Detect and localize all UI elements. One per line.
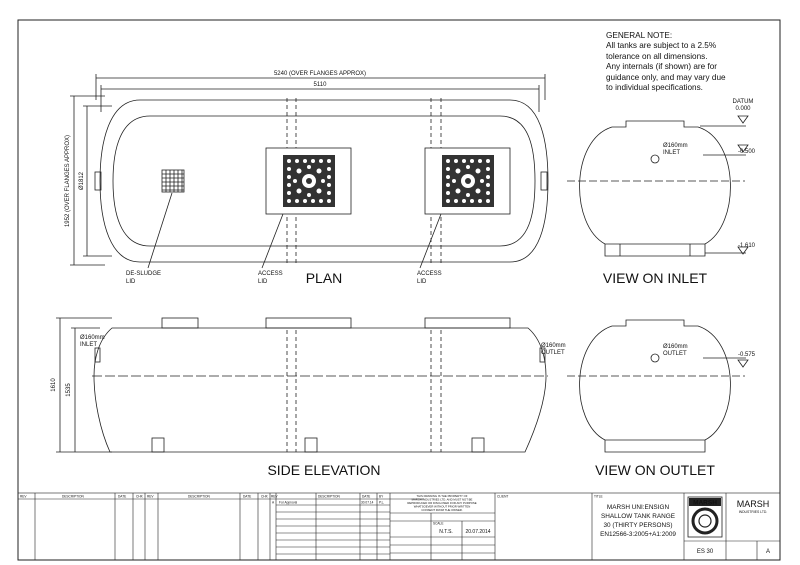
general-note-heading: GENERAL NOTE:: [606, 31, 673, 40]
svg-text:SHALLOW TANK RANGE: SHALLOW TANK RANGE: [601, 513, 675, 520]
svg-text:CONSENT FROM THE OWNER.: CONSENT FROM THE OWNER.: [421, 508, 462, 512]
svg-text:REV: REV: [271, 495, 278, 499]
general-note-line: Any internals (if shown) are for: [606, 62, 718, 72]
side-outlet-label: Ø160mm: [541, 343, 566, 349]
general-note-line: guidance only, and may vary due: [606, 72, 726, 82]
scale-value: N.T.S.: [439, 529, 453, 535]
svg-text:BY: BY: [379, 495, 384, 499]
access-lid-label-2: ACCESS: [417, 271, 442, 277]
copyright-notice: THIS DRAWING IS THE PROPERTY OF MARSH IN…: [407, 494, 476, 512]
svg-text:REV: REV: [147, 495, 154, 499]
general-note: GENERAL NOTE: All tanks are subject to a…: [606, 31, 756, 93]
side-inlet-label-2: INLET: [80, 342, 97, 348]
datum-value: 0.000: [735, 106, 751, 112]
access-lid-2: [442, 155, 494, 207]
svg-text:DESCRIPTION: DESCRIPTION: [318, 495, 340, 499]
side-inlet-label: Ø160mm: [80, 335, 105, 341]
desludge-label: DE-SLUDGE: [126, 271, 161, 277]
datum-label: DATUM: [733, 99, 754, 105]
rev-row-desc: For Approval: [279, 501, 297, 505]
side-outlet-label-2: OUTLET: [541, 350, 565, 356]
drawing-title: MARSH UNI:ENSIGN SHALLOW TANK RANGE 30 (…: [600, 504, 676, 538]
access-lid-label-2b: LID: [417, 279, 427, 285]
rev-headers: REV DESCRIPTION DATE CHK REV DESCRIPTION…: [20, 495, 384, 499]
access-lid-label-1b: LID: [258, 279, 268, 285]
inlet-level-2: -1.610: [738, 243, 756, 249]
svg-text:30 (THIRTY PERSONS): 30 (THIRTY PERSONS): [603, 522, 672, 529]
scale-label: SCALE: [433, 522, 443, 526]
client-label: CLIENT: [497, 495, 508, 499]
svg-text:THIS DRAWING IS THE PROPERTY O: THIS DRAWING IS THE PROPERTY OF: [416, 494, 467, 498]
general-note-line: All tanks are subject to a 2.5%: [606, 41, 717, 51]
svg-text:WHATSOEVER WITHOUT PRIOR WRITT: WHATSOEVER WITHOUT PRIOR WRITTEN: [414, 505, 471, 509]
company-sub: INDUSTRIES LTD.: [739, 510, 768, 514]
company-name: MARSH: [737, 499, 770, 509]
outlet-view: [567, 319, 749, 453]
svg-text:EN12566-3:2005+A1:2009: EN12566-3:2005+A1:2009: [600, 531, 676, 538]
marsh-logo: MARSH: [687, 496, 723, 538]
rev-row-rev: A: [272, 501, 275, 505]
title-block: [17, 492, 781, 561]
dim-length: 5110: [314, 82, 328, 88]
svg-text:DATE: DATE: [362, 495, 370, 499]
side-elevation-title: SIDE ELEVATION: [267, 462, 380, 478]
svg-text:REPRODUCED OR DISCLOSED FOR AN: REPRODUCED OR DISCLOSED FOR ANY PURPOSE: [407, 501, 476, 505]
svg-text:MARSH INDUSTRIES LTD. AND MUST: MARSH INDUSTRIES LTD. AND MUST NOT BE: [412, 498, 473, 502]
dim-diameter: Ø1812: [79, 171, 85, 190]
inlet-view-pipe: Ø160mm: [663, 143, 688, 149]
svg-text:DESCRIPTION: DESCRIPTION: [188, 495, 210, 499]
general-note-line: tolerance on all dimensions.: [606, 51, 708, 61]
svg-text:REV: REV: [20, 495, 27, 499]
svg-text:CHK: CHK: [261, 495, 269, 499]
inlet-level-1: -0.500: [738, 149, 756, 155]
outlet-view-title: VIEW ON OUTLET: [595, 462, 715, 478]
inlet-view-pipe-2: INLET: [663, 150, 680, 156]
desludge-label-2: LID: [126, 279, 136, 285]
svg-text:MARSH UNI:ENSIGN: MARSH UNI:ENSIGN: [607, 504, 670, 511]
inlet-view: [567, 115, 749, 257]
access-lid-label-1: ACCESS: [258, 271, 283, 277]
svg-text:DATE: DATE: [243, 495, 251, 499]
dim-width-over: 1952 (OVER FLANGES APPROX): [65, 135, 71, 227]
side-elevation: [56, 317, 548, 453]
revision-letter: A: [766, 549, 770, 555]
dim-overall: 5240 (OVER FLANGES APPROX): [274, 71, 366, 77]
svg-text:DATE: DATE: [118, 495, 126, 499]
inlet-view-title: VIEW ON INLET: [603, 270, 708, 286]
side-dim-h2: 1535: [66, 383, 72, 397]
logo-text: MARSH: [693, 500, 717, 507]
general-note-line: to individual specifications.: [606, 83, 703, 93]
svg-text:DESCRIPTION: DESCRIPTION: [62, 495, 84, 499]
access-lid-1: [283, 155, 335, 207]
drawing-number: ES 30: [697, 549, 714, 555]
date-value: 20.07.2014: [465, 529, 490, 535]
plan-title: PLAN: [306, 270, 343, 286]
svg-text:CHK: CHK: [136, 495, 144, 499]
side-dim-h1: 1610: [51, 378, 57, 392]
rev-row-date: 30.07.14: [361, 501, 374, 505]
outlet-view-pipe-2: OUTLET: [663, 351, 687, 357]
outlet-level: -0.575: [738, 352, 756, 358]
title-label: TITLE: [594, 495, 603, 499]
outlet-view-pipe: Ø160mm: [663, 344, 688, 350]
plan-view: [70, 74, 549, 269]
rev-row-by: P.L.: [379, 501, 384, 505]
